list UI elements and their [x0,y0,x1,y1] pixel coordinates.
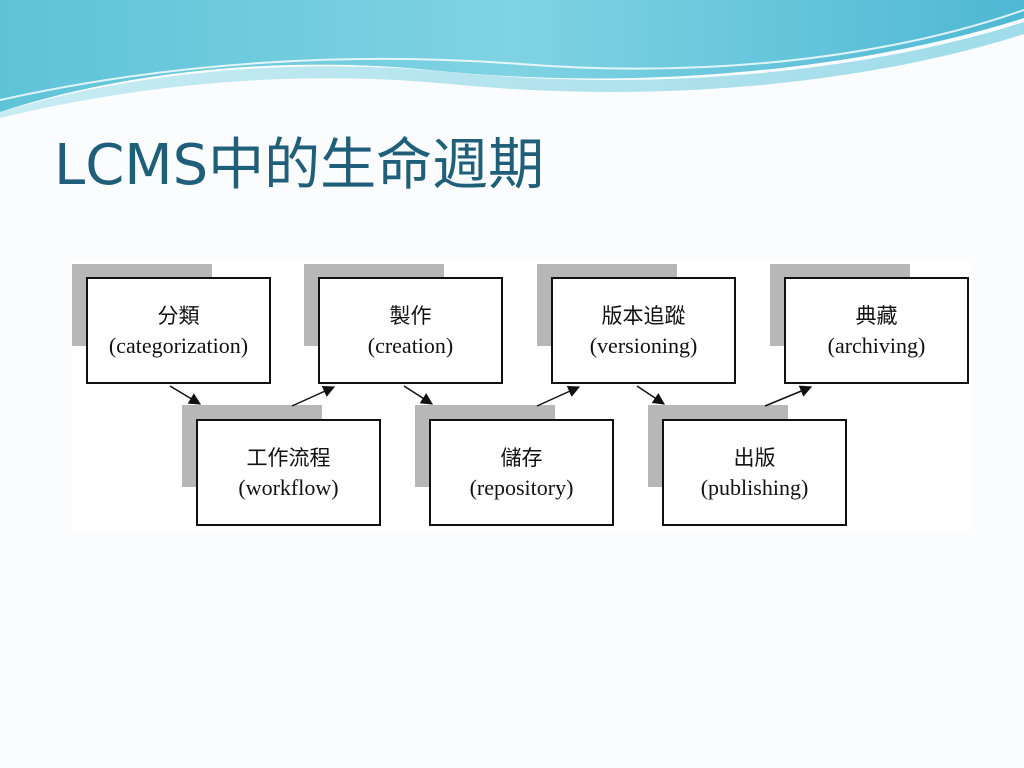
edge-repository-to-versioning [536,385,581,407]
node-label-en: (versioning) [589,332,698,358]
node-label-en: (repository) [469,474,574,500]
node-label-en: (publishing) [700,474,809,500]
header-wave-decoration [0,0,1024,118]
edge-publishing-to-archiving [764,385,813,407]
node-creation: 製作 (creation) [318,277,503,384]
edge-versioning-to-publishing [636,385,665,405]
node-label-zh: 出版 [733,445,776,470]
node-label-en: (categorization) [108,332,249,358]
node-categorization: 分類 (categorization) [86,277,271,384]
node-label-zh: 工作流程 [246,445,331,470]
node-workflow: 工作流程 (workflow) [196,419,381,526]
node-archiving: 典藏 (archiving) [784,277,969,384]
node-label-en: (archiving) [827,332,926,358]
node-label-zh: 儲存 [500,445,543,470]
slide-title: LCMS中的生命週期 [54,133,545,198]
edge-creation-to-repository [403,385,434,405]
node-label-en: (creation) [367,332,454,358]
node-label-zh: 製作 [389,303,432,328]
node-label-zh: 版本追蹤 [601,303,686,328]
node-repository: 儲存 (repository) [429,419,614,526]
node-versioning: 版本追蹤 (versioning) [551,277,736,384]
node-publishing: 出版 (publishing) [662,419,847,526]
edge-workflow-to-creation [291,385,336,407]
node-label-en: (workflow) [238,474,339,500]
node-label-zh: 分類 [157,303,200,328]
lifecycle-diagram: 分類 (categorization) 製作 (creation) 版本追蹤 (… [72,262,972,530]
edge-categorization-to-workflow [169,385,202,405]
node-label-zh: 典藏 [855,303,898,328]
